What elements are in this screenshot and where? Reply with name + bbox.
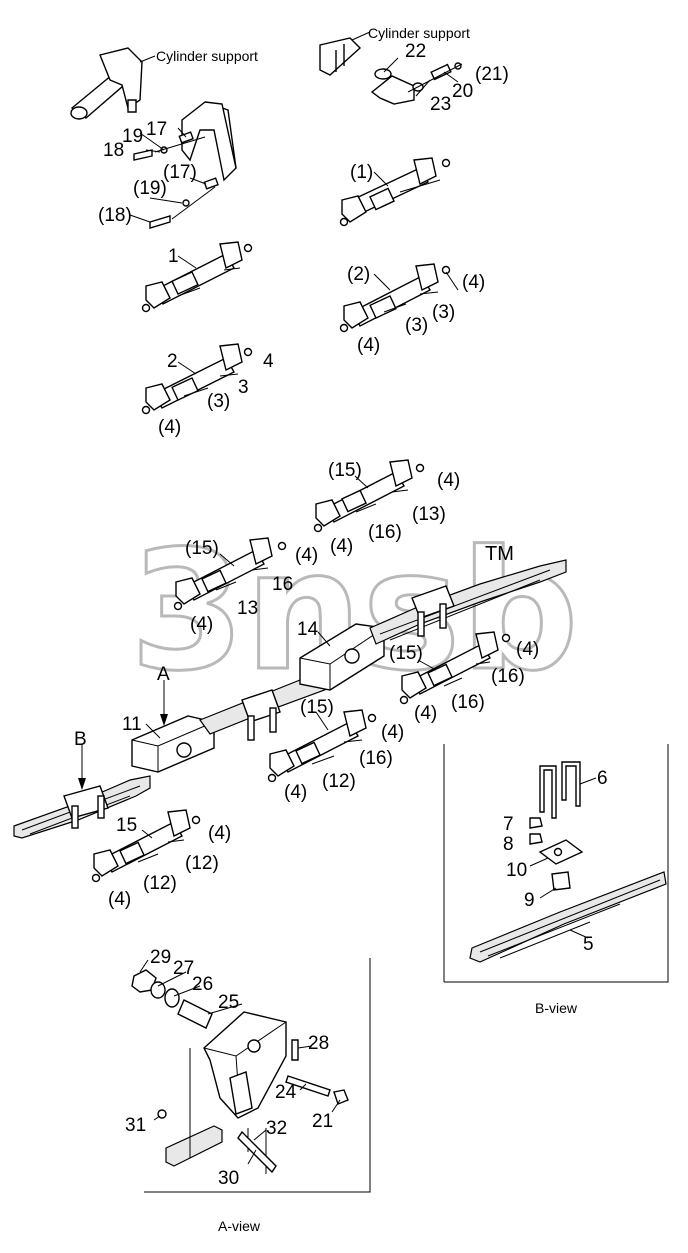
label-3b: (3) <box>432 302 455 323</box>
svg-text:3nsb: 3nsb <box>130 515 579 707</box>
label-12b: (12) <box>185 853 219 874</box>
watermark: 3nsb TM <box>129 514 581 709</box>
label-7: 7 <box>503 814 514 835</box>
label-1: 1 <box>168 246 179 267</box>
watermark-tm: TM <box>485 543 514 565</box>
shock-absorber-2-right <box>339 263 451 333</box>
callout-cylinder-support-left: Cylinder support <box>156 48 258 64</box>
label-27: 27 <box>173 958 194 979</box>
cylinder-support-left <box>70 47 156 120</box>
label-24: 24 <box>275 1082 297 1103</box>
label-28: 28 <box>308 1033 329 1054</box>
label-4d: (4) <box>158 417 181 438</box>
label-21b: (21) <box>475 64 509 85</box>
label-18: 18 <box>103 140 124 161</box>
b-view-parts <box>469 761 667 963</box>
label-3d: (3) <box>207 391 230 412</box>
label-26: 26 <box>192 974 213 995</box>
label-6: 6 <box>597 768 608 789</box>
label-4e: (4) <box>437 470 460 491</box>
label-12c: (12) <box>143 873 177 894</box>
label-1b: (1) <box>350 162 373 183</box>
label-15d: (15) <box>389 643 423 664</box>
label-16: 16 <box>272 574 293 595</box>
label-3c: (3) <box>405 315 428 336</box>
leader-lines <box>129 57 597 1165</box>
label-17: 17 <box>146 119 167 140</box>
label-11: 11 <box>122 714 142 735</box>
label-2: 2 <box>167 351 178 372</box>
label-4i: (4) <box>516 639 539 660</box>
label-4n: (4) <box>108 889 131 910</box>
label-14: 14 <box>297 619 319 640</box>
a-view-parts <box>131 969 349 1174</box>
label-4j: (4) <box>414 703 437 724</box>
suspension-frame <box>13 559 567 839</box>
label-5: 5 <box>583 934 594 955</box>
shock-absorber-1 <box>141 241 253 313</box>
label-4b: (4) <box>462 272 485 293</box>
label-4m: (4) <box>208 823 231 844</box>
label-10: 10 <box>506 860 527 881</box>
view-marker-a-label: A <box>157 664 170 685</box>
shock-absorber-1-upper-right <box>339 157 451 227</box>
label-3: 3 <box>238 377 249 398</box>
part-labels: 18 19 17 (17) (19) (18) 22 20 23 (21) (1… <box>98 41 608 1189</box>
label-16b: (16) <box>368 522 402 543</box>
cylinder-support-right <box>319 31 463 105</box>
label-4h: (4) <box>190 614 213 635</box>
a-view-caption: A-view <box>218 1218 261 1234</box>
label-15c: (15) <box>185 538 219 559</box>
label-4g: (4) <box>295 545 318 566</box>
label-13: 13 <box>237 598 258 619</box>
label-9: 9 <box>524 890 535 911</box>
callout-cylinder-support-right: Cylinder support <box>368 25 470 41</box>
label-4f: (4) <box>330 536 353 557</box>
label-23: 23 <box>430 94 451 115</box>
label-4l: (4) <box>284 782 307 803</box>
label-21: 21 <box>312 1111 333 1132</box>
label-22: 22 <box>405 41 426 62</box>
label-15e: (15) <box>300 697 334 718</box>
label-16c: (16) <box>491 666 525 687</box>
label-25: 25 <box>218 992 239 1013</box>
label-30: 30 <box>218 1168 239 1189</box>
view-marker-b-label: B <box>74 729 87 750</box>
label-17b: (17) <box>163 162 197 183</box>
shock-absorber-15-right <box>399 631 511 705</box>
label-2b: (2) <box>347 264 370 285</box>
label-4: 4 <box>263 351 274 372</box>
b-view-caption: B-view <box>535 1000 578 1016</box>
label-20: 20 <box>452 81 473 102</box>
label-19: 19 <box>122 126 143 147</box>
label-18b: (18) <box>98 205 132 226</box>
shock-absorber-15-top <box>313 459 425 533</box>
shock-absorber-15-left <box>173 537 287 611</box>
label-32: 32 <box>266 1118 287 1139</box>
view-marker-a <box>160 680 168 726</box>
label-13b: (13) <box>412 504 446 525</box>
label-16e: (16) <box>359 748 393 769</box>
shock-absorber-2-left <box>141 343 253 415</box>
shock-absorber-15-bottom <box>91 809 201 883</box>
label-31: 31 <box>125 1115 146 1136</box>
label-4c: (4) <box>357 335 380 356</box>
label-29: 29 <box>150 947 171 968</box>
view-marker-b <box>78 744 86 790</box>
label-15: 15 <box>116 815 137 836</box>
label-4k: (4) <box>381 722 404 743</box>
shock-absorber-15-center <box>267 709 377 783</box>
label-19b: (19) <box>133 178 167 199</box>
label-15b: (15) <box>328 460 362 481</box>
label-8: 8 <box>503 834 514 855</box>
label-16d: (16) <box>451 692 485 713</box>
b-view-box <box>443 744 669 983</box>
a-view-box <box>144 958 371 1193</box>
label-12a: (12) <box>322 771 356 792</box>
